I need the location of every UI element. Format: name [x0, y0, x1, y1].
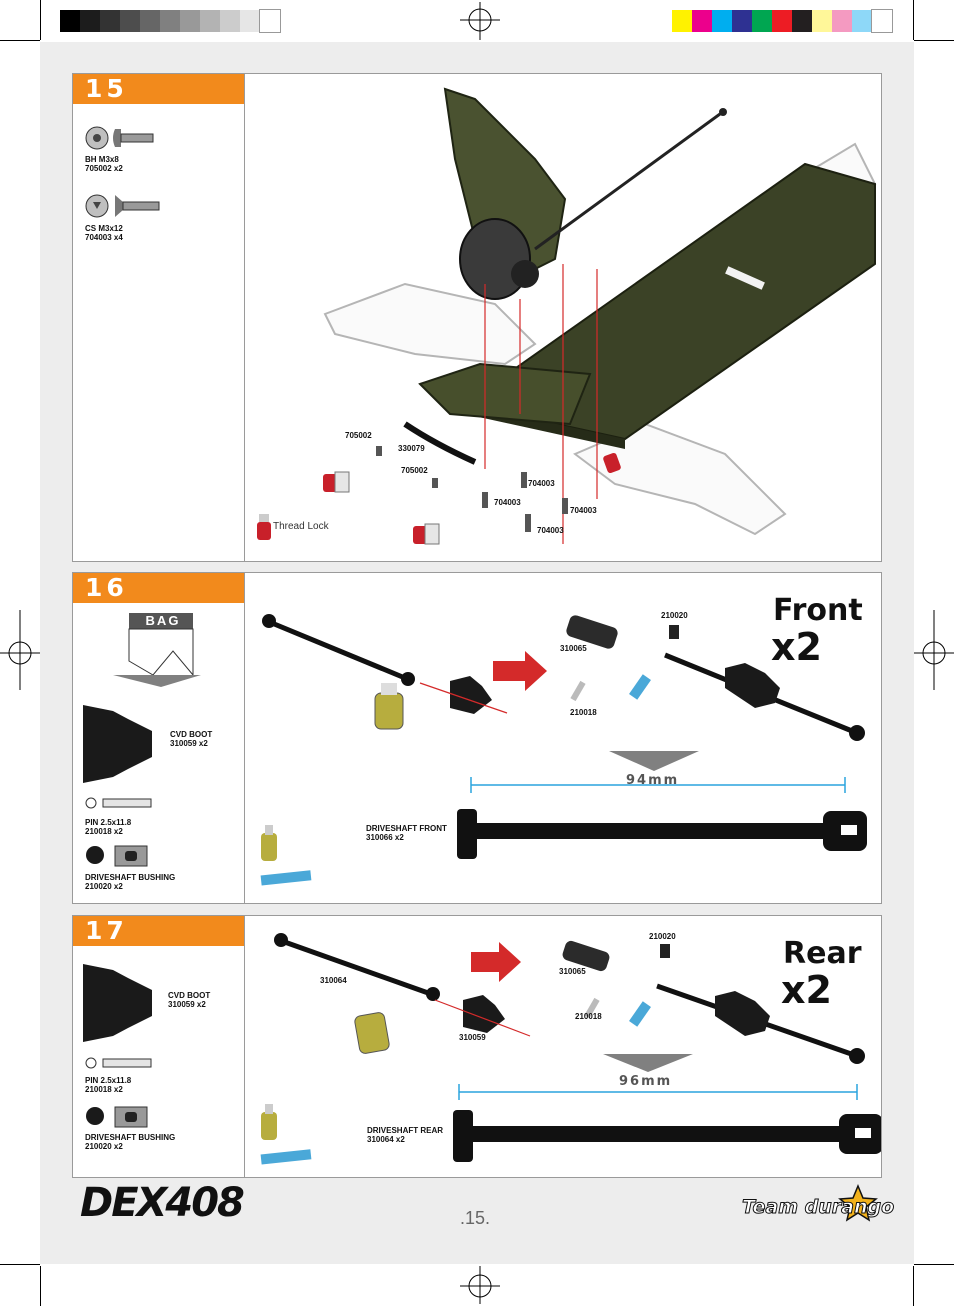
- star-icon: [838, 1184, 878, 1222]
- pin-icon: [85, 1057, 152, 1069]
- color-swatch: [812, 10, 832, 32]
- color-swatch: [259, 9, 281, 33]
- color-swatch: [792, 10, 812, 32]
- page-number: .15.: [460, 1208, 491, 1228]
- pin-icon: [85, 797, 152, 809]
- brand-logo: DEX408: [80, 1180, 245, 1226]
- button-head-screw-icon: [85, 126, 154, 150]
- thread-lock-label: Thread Lock: [273, 521, 329, 532]
- bushing-icon: [86, 845, 148, 867]
- callout: 705002: [401, 466, 428, 475]
- color-swatch: [871, 9, 893, 33]
- color-swatch: [692, 10, 712, 32]
- color-swatch: [100, 10, 120, 32]
- callout: 704003: [528, 479, 555, 488]
- color-swatch: [732, 10, 752, 32]
- color-swatch: [120, 10, 140, 32]
- callout: 310059: [459, 1033, 486, 1042]
- color-swatch: [60, 10, 80, 32]
- dimension-label: 94mm: [626, 773, 680, 788]
- callout: 310065: [559, 967, 586, 976]
- color-swatch: [80, 10, 100, 32]
- cvd-boot-icon: [83, 705, 152, 783]
- front-driveshaft-illustration: [260, 614, 867, 886]
- chassis-assembly-illustration: [257, 87, 877, 545]
- callout: 310065: [560, 644, 587, 653]
- callout: 210018: [575, 1012, 602, 1021]
- team-logo-text: Team durango: [741, 1196, 895, 1219]
- color-swatch: [220, 10, 240, 32]
- color-swatch: [752, 10, 772, 32]
- position-label: Front: [773, 593, 863, 628]
- color-swatch: [200, 10, 220, 32]
- callout: 210018: [570, 708, 597, 717]
- step-number: 17: [73, 916, 244, 946]
- color-swatch: [160, 10, 180, 32]
- color-swatch: [712, 10, 732, 32]
- color-swatch: [832, 10, 852, 32]
- bushing-icon: [86, 1106, 148, 1128]
- quantity-label: x2: [771, 625, 822, 669]
- dimension-label: 96mm: [619, 1074, 673, 1089]
- position-label: Rear: [783, 936, 862, 971]
- callout: 210020: [649, 932, 676, 941]
- color-swatch: [852, 10, 872, 32]
- color-swatch: [140, 10, 160, 32]
- callout: 705002: [345, 431, 372, 440]
- rear-driveshaft-illustration: [260, 933, 881, 1165]
- quantity-label: x2: [781, 968, 832, 1012]
- step-number: 15: [73, 74, 244, 104]
- color-swatch: [672, 10, 692, 32]
- countersunk-screw-icon: [85, 194, 160, 218]
- color-swatch: [772, 10, 792, 32]
- color-swatch: [180, 10, 200, 32]
- callout: 704003: [494, 498, 521, 507]
- callout: 310064: [320, 976, 347, 985]
- bag-icon: [113, 613, 201, 687]
- callout: 330079: [398, 444, 425, 453]
- step-number: 16: [73, 573, 244, 603]
- callout: 210020: [661, 611, 688, 620]
- color-swatch: [240, 10, 260, 32]
- bag-label: BAG: [145, 613, 181, 628]
- cvd-boot-icon: [83, 964, 152, 1042]
- callout: 704003: [537, 526, 564, 535]
- team-logo: Team durango: [741, 1184, 895, 1236]
- callout: 704003: [570, 506, 597, 515]
